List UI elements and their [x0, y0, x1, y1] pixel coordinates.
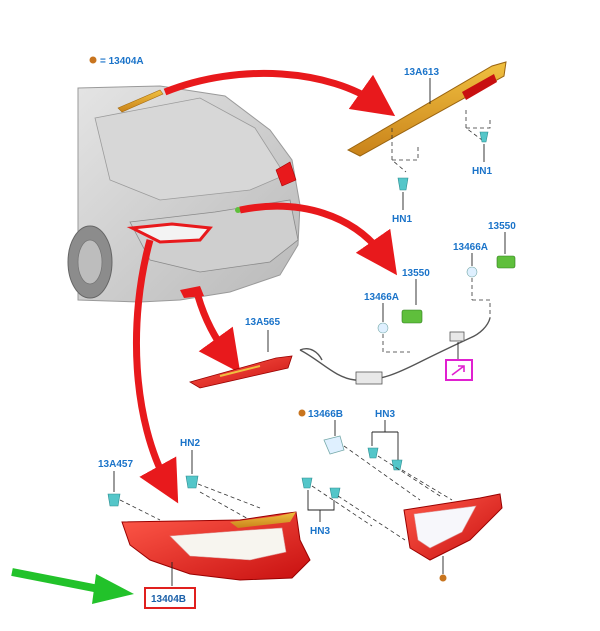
connector-highlight-box	[445, 359, 473, 381]
label-13A613: 13A613	[404, 67, 439, 78]
label-hn1-right: HN1	[472, 166, 492, 177]
dot-13466B	[298, 409, 306, 417]
part-inner-tail-lamp: 13466B HN3 HN3	[298, 409, 503, 582]
clip-hn2	[185, 475, 199, 489]
label-13466B: 13466B	[308, 409, 343, 420]
arrow-to-inner-lamp-harness	[239, 202, 398, 276]
arrow-to-third-brake-lamp	[163, 69, 396, 117]
label-13550-lower: 13550	[402, 268, 430, 279]
arrow-to-license-lamp	[194, 295, 241, 374]
green-pointer-arrow	[11, 568, 134, 604]
legend-text: = 13404A	[100, 56, 144, 67]
dot-inner-lamp	[439, 574, 447, 582]
clip-hn3-bottom-a	[301, 477, 313, 489]
label-hn2: HN2	[180, 438, 200, 449]
part-13A613-high-mount-stop-lamp: 13A613 HN1 HN1	[346, 61, 507, 225]
car-rear-illustration	[67, 85, 301, 303]
socket-13466A-upper	[466, 266, 478, 278]
label-13A565: 13A565	[245, 317, 280, 328]
arrow-to-outer-tail-lamp	[132, 239, 179, 504]
label-13404B: 13404B	[151, 594, 186, 605]
legend-dot	[89, 56, 97, 64]
clip-hn3-top-a	[367, 447, 379, 459]
bulb-13466B	[323, 435, 345, 455]
inner-lamp-harness-group: 13550 13466A 13550 13466A	[299, 221, 516, 385]
socket-13466A-lower	[377, 322, 389, 334]
label-13550-upper: 13550	[488, 221, 516, 232]
clip-hn3-top-b	[391, 459, 403, 471]
highlight-box-13404B	[144, 587, 196, 609]
label-13466A-upper: 13466A	[453, 242, 488, 253]
label-hn1-left: HN1	[392, 214, 412, 225]
label-hn3-bottom: HN3	[310, 526, 330, 537]
label-hn3-top: HN3	[375, 409, 395, 420]
part-13A565-license-lamp: 13A565	[188, 317, 293, 389]
bulb-13550-lower	[401, 309, 423, 324]
callout-arrows	[132, 69, 398, 504]
label-13466A-lower: 13466A	[364, 292, 399, 303]
grommet-13A457	[107, 493, 121, 507]
label-13A457: 13A457	[98, 459, 133, 470]
part-outer-tail-lamp: HN2 13A457 13404B	[98, 438, 311, 609]
bulb-13550-upper	[496, 255, 516, 269]
arrow-ne-icon	[451, 365, 465, 376]
clip-hn3-bottom-b	[329, 487, 341, 499]
legend: = 13404A	[89, 56, 144, 67]
